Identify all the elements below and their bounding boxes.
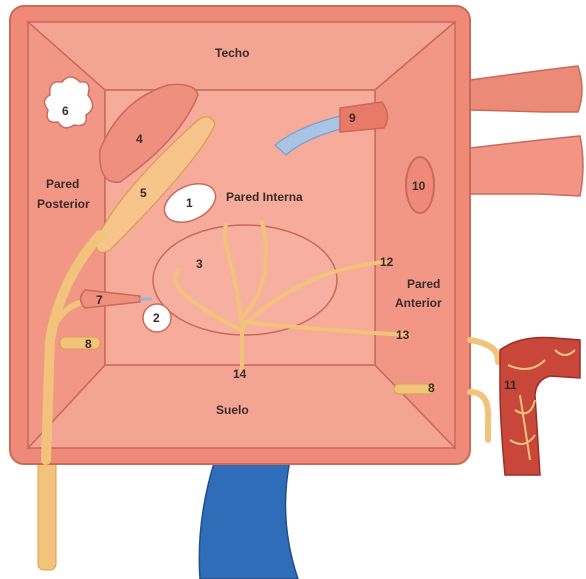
label-2: 2 [153,311,160,325]
label-1: 1 [186,196,193,210]
external-muscles [470,66,583,196]
posterior-label-line1: Pared [46,177,79,191]
label-9: 9 [349,111,356,125]
internal-wall-label: Pared Interna [226,190,303,204]
floor-label: Suelo [216,403,249,417]
label-10: 10 [412,179,426,193]
posterior-label-line2: Posterior [37,197,90,211]
label-11: 11 [504,378,517,392]
label-6: 6 [62,104,69,118]
label-3: 3 [196,257,203,271]
label-12: 12 [380,255,394,269]
label-5: 5 [140,186,147,200]
label-8-right: 8 [428,381,435,395]
tensor-tympani-muscle [340,102,388,132]
jugular-vein [199,460,298,579]
label-4: 4 [136,132,143,146]
anterior-label-line2: Anterior [395,296,442,310]
carotid-artery [500,338,580,476]
right-exit-nerves [470,340,498,440]
label-13: 13 [396,328,410,342]
descending-nerve [38,460,56,570]
left-nerve-stub [60,337,100,349]
label-8-left: 8 [85,337,92,351]
label-14: 14 [233,367,247,381]
label-7: 7 [96,293,103,307]
roof-label: Techo [215,46,249,60]
anterior-label-line1: Pared [407,277,440,291]
upper-external-muscle [470,66,582,112]
mastoid-antrum [44,77,92,128]
lower-external-muscle [470,136,583,196]
